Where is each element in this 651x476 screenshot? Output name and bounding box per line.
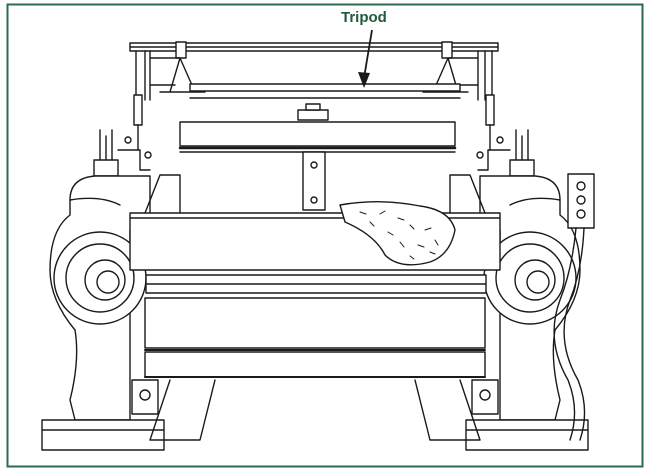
control-box bbox=[553, 173, 595, 441]
bottom-supports bbox=[131, 379, 499, 441]
tripod-label: Tripod bbox=[341, 9, 387, 26]
tripod-callout-arrow bbox=[358, 29, 373, 88]
left-stand bbox=[41, 175, 165, 451]
mill-machine-drawing bbox=[41, 41, 595, 451]
upper-guard bbox=[178, 103, 457, 211]
lower-roll bbox=[144, 274, 487, 378]
upper-roll bbox=[129, 174, 501, 271]
right-fittings bbox=[476, 129, 535, 177]
left-fittings bbox=[93, 129, 152, 177]
tripod-frame bbox=[129, 41, 499, 151]
figure-border bbox=[6, 3, 644, 468]
